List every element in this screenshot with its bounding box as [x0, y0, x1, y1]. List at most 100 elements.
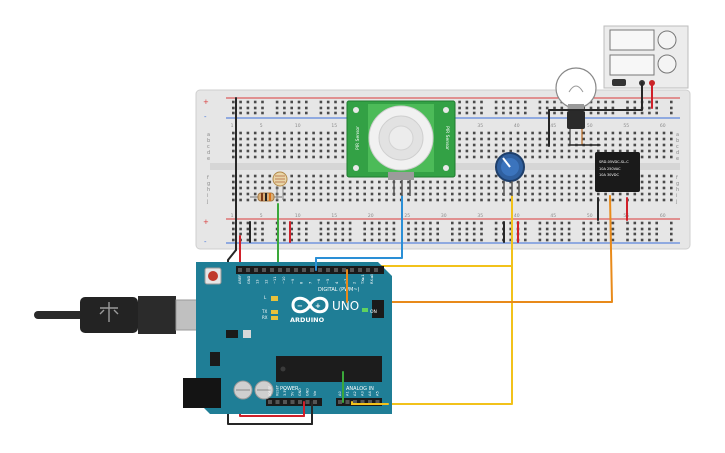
breadboard-hole [283, 186, 286, 190]
breadboard-hole [640, 143, 644, 147]
breadboard-hole [268, 180, 272, 184]
breadboard-hole [341, 186, 345, 190]
breadboard-hole [370, 198, 374, 202]
row-letter: h [207, 187, 210, 193]
breadboard-hole [516, 137, 520, 141]
breadboard-hole [275, 111, 279, 115]
breadboard-hole [297, 198, 301, 202]
breadboard-hole [443, 186, 447, 190]
breadboard-hole [421, 180, 425, 184]
breadboard-hole [472, 131, 476, 135]
breadboard-hole [560, 227, 564, 231]
breadboard-hole [502, 131, 505, 135]
breadboard-hole [348, 221, 352, 225]
breadboard-hole [509, 137, 512, 141]
breadboard-hole [662, 149, 666, 153]
breadboard-hole [275, 137, 279, 141]
breadboard-hole [319, 137, 323, 141]
breadboard-hole [626, 131, 629, 135]
breadboard-hole [567, 149, 571, 153]
breadboard-hole [283, 111, 286, 115]
breadboard-hole [589, 227, 593, 231]
breadboard-hole [567, 221, 571, 225]
breadboard-hole [545, 221, 549, 225]
breadboard-hole [560, 155, 564, 159]
breadboard-hole [290, 149, 293, 153]
breadboard-hole [268, 186, 272, 190]
header-hole [270, 268, 274, 272]
breadboard-hole [392, 238, 396, 242]
breadboard-hole [589, 198, 593, 202]
breadboard-hole [670, 227, 673, 231]
breadboard-hole [524, 137, 527, 141]
power-pin-label: GND [306, 388, 310, 396]
breadboard-hole [626, 149, 629, 153]
breadboard-hole [560, 106, 564, 110]
row-letter: a [676, 132, 679, 138]
breadboard-hole [305, 192, 308, 196]
breadboard-hole [538, 180, 542, 184]
breadboard-hole [480, 180, 483, 184]
breadboard-hole [516, 143, 520, 147]
header-hole [345, 400, 350, 404]
breadboard-hole [283, 238, 286, 242]
breadboard-hole [370, 180, 374, 184]
row-letter: b [676, 138, 679, 144]
breadboard-hole [334, 186, 337, 190]
breadboard-hole [655, 131, 658, 135]
pir-label-right: PIR Sensor [444, 126, 450, 150]
breadboard-hole [370, 227, 374, 231]
breadboard-hole [239, 232, 242, 236]
breadboard-hole [326, 192, 330, 196]
breadboard-hole [560, 180, 564, 184]
digital-pin-label: ~11 [273, 276, 277, 284]
breadboard-hole [560, 149, 564, 153]
breadboard-hole [487, 198, 491, 202]
breadboard-hole [509, 186, 512, 190]
breadboard-hole [662, 186, 666, 190]
breadboard-hole [662, 180, 666, 184]
breadboard-hole [239, 100, 242, 104]
breadboard-hole [597, 232, 600, 236]
breadboard-hole [436, 232, 439, 236]
breadboard-hole [283, 221, 286, 225]
breadboard-hole [246, 100, 250, 104]
breadboard-hole [516, 106, 520, 110]
power-pin-label: Vin [313, 391, 317, 396]
breadboard-hole [253, 174, 257, 178]
breadboard-hole [670, 149, 673, 153]
breadboard-hole [560, 232, 564, 236]
breadboard-hole [655, 149, 658, 153]
breadboard-hole [597, 100, 600, 104]
breadboard-hole [319, 186, 323, 190]
breadboard-hole [604, 192, 607, 196]
breadboard-hole [472, 198, 476, 202]
breadboard-hole [538, 106, 542, 110]
breadboard-hole [370, 238, 374, 242]
breadboard-hole [589, 106, 593, 110]
column-number: 60 [660, 123, 666, 129]
header-hole [350, 268, 354, 272]
breadboard-hole [633, 149, 637, 153]
breadboard-hole [662, 131, 666, 135]
breadboard-hole [319, 174, 323, 178]
breadboard-hole [524, 180, 527, 184]
breadboard-hole [633, 198, 637, 202]
analog-pin-label: A3 [361, 391, 365, 396]
column-number: 40 [514, 213, 520, 219]
breadboard-hole [458, 186, 461, 190]
breadboard-hole [648, 232, 651, 236]
breadboard-hole [538, 137, 542, 141]
breadboard-hole [334, 221, 337, 225]
breadboard-hole [341, 221, 345, 225]
breadboard-hole [239, 174, 242, 178]
breadboard-hole [597, 192, 600, 196]
digital-pin-label: GND [247, 276, 251, 284]
breadboard-hole [458, 149, 461, 153]
analog-label: ANALOG IN [346, 386, 374, 392]
breadboard-hole [670, 198, 673, 202]
breadboard-hole [553, 227, 556, 231]
breadboard-hole [582, 192, 585, 196]
breadboard-hole [385, 198, 388, 202]
breadboard-hole [545, 186, 549, 190]
